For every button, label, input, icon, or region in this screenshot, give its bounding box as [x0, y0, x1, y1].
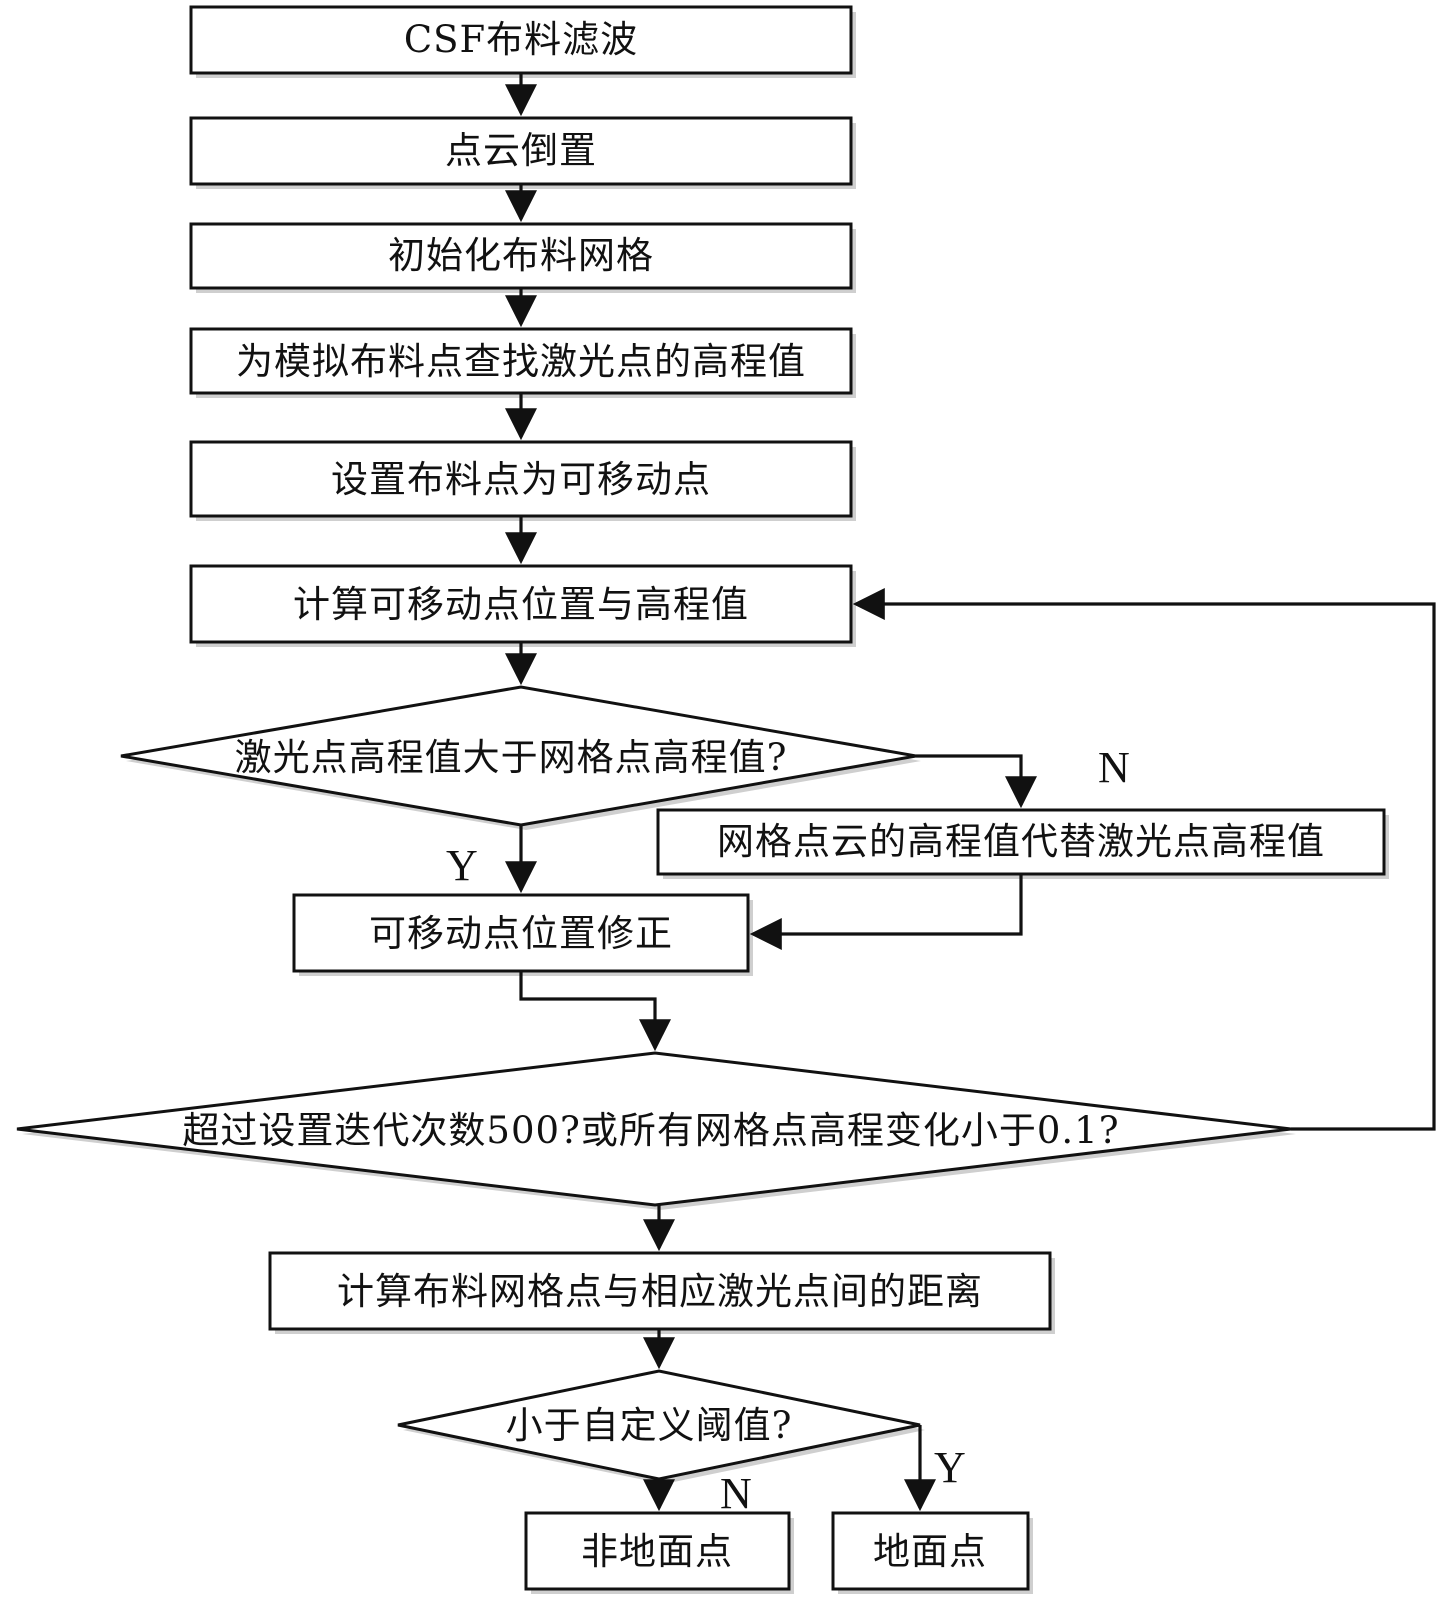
node-compute-distance: 计算布料网格点与相应激光点间的距离 — [268, 1251, 1055, 1334]
node-compute-position: 计算可移动点位置与高程值 — [189, 564, 856, 647]
arrow-correct-to-iteration — [519, 971, 671, 1052]
node-non-ground-label: 非地面点 — [581, 1530, 733, 1573]
arrow-decision-no — [916, 754, 1037, 809]
decision-iteration: 超过设置迭代次数500?或所有网格点高程变化小于0.1? — [16, 1051, 1296, 1210]
node-compute-distance-label: 计算布料网格点与相应激光点间的距离 — [337, 1270, 983, 1313]
node-ground: 地面点 — [831, 1511, 1033, 1594]
node-replace-elevation: 网格点云的高程值代替激光点高程值 — [656, 808, 1389, 879]
decision-threshold: 小于自定义阈值? — [397, 1369, 925, 1484]
label-threshold-no: N — [720, 1469, 752, 1518]
node-ground-label: 地面点 — [873, 1530, 987, 1573]
node-invert-cloud-label: 点云倒置 — [445, 129, 597, 172]
decision-threshold-label: 小于自定义阈值? — [506, 1404, 793, 1447]
node-compute-position-label: 计算可移动点位置与高程值 — [293, 583, 749, 626]
node-init-grid: 初始化布料网格 — [189, 222, 856, 293]
node-csf-filter-label: CSF布料滤波 — [404, 18, 638, 61]
node-init-grid-label: 初始化布料网格 — [388, 234, 654, 277]
decision-elevation: 激光点高程值大于网格点高程值? — [120, 685, 921, 830]
decision-iteration-label: 超过设置迭代次数500?或所有网格点高程变化小于0.1? — [182, 1109, 1119, 1152]
decision-elevation-label: 激光点高程值大于网格点高程值? — [235, 736, 788, 779]
arrow-replace-to-correct — [749, 874, 1023, 950]
label-elevation-no: N — [1098, 743, 1130, 792]
label-threshold-yes: Y — [934, 1443, 966, 1492]
node-correct-position: 可移动点位置修正 — [292, 893, 753, 976]
node-set-movable-label: 设置布料点为可移动点 — [331, 458, 711, 501]
node-find-elevation-label: 为模拟布料点查找激光点的高程值 — [236, 340, 806, 383]
connectors — [505, 73, 1436, 1512]
node-non-ground: 非地面点 — [524, 1511, 794, 1594]
node-invert-cloud: 点云倒置 — [189, 116, 856, 189]
node-replace-elevation-label: 网格点云的高程值代替激光点高程值 — [717, 820, 1325, 863]
node-find-elevation: 为模拟布料点查找激光点的高程值 — [189, 327, 856, 398]
node-correct-position-label: 可移动点位置修正 — [369, 912, 673, 955]
node-set-movable: 设置布料点为可移动点 — [189, 440, 856, 521]
label-elevation-yes: Y — [446, 841, 478, 890]
arrow-iteration-loop — [852, 588, 1436, 1131]
node-csf-filter: CSF布料滤波 — [189, 5, 856, 78]
